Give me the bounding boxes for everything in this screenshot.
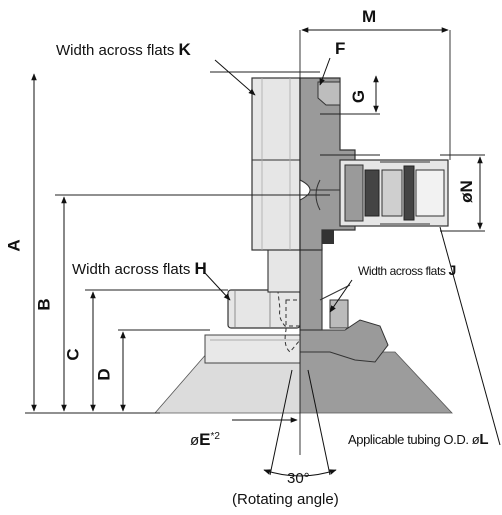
- width-h-text: Width across flats: [72, 261, 195, 278]
- applicable-tubing-label: Applicable tubing O.D. øL: [348, 432, 488, 447]
- rotating-angle-caption: (Rotating angle): [232, 491, 339, 508]
- dimension-d-label: D: [94, 368, 114, 381]
- one-touch-fitting: [339, 159, 449, 227]
- dia-e-letter: E: [199, 430, 211, 449]
- dimension-n-label: øN: [456, 180, 476, 203]
- rotating-angle-value: 30°: [287, 470, 310, 487]
- dimension-c-label: C: [63, 348, 83, 361]
- hex-nut-h: [227, 289, 301, 329]
- width-j-letter: J: [448, 262, 456, 278]
- dimension-a-label: A: [4, 239, 24, 252]
- width-across-flats-k-label: Width across flats K: [56, 41, 191, 58]
- dia-e-prefix: ø: [190, 432, 200, 449]
- width-k-letter: K: [178, 40, 191, 59]
- tubing-letter: L: [479, 431, 489, 448]
- dimension-f-label: F: [335, 39, 346, 58]
- dimension-m-label: M: [362, 7, 377, 26]
- tubing-text: Applicable tubing O.D. ø: [348, 432, 480, 447]
- suction-pad: [154, 319, 453, 414]
- width-across-flats-j-label: Width across flats J: [358, 263, 456, 277]
- width-h-letter: H: [194, 259, 207, 278]
- dimension-g-label: G: [349, 89, 369, 104]
- dimension-lines: [31, 27, 501, 477]
- dimension-b-label: B: [34, 298, 54, 311]
- width-j-text: Width across flats: [358, 264, 449, 278]
- dia-e-note: *2: [210, 431, 220, 442]
- width-k-text: Width across flats: [56, 42, 179, 59]
- stem: [267, 228, 351, 353]
- dia-e-label: øE*2: [190, 431, 220, 448]
- width-across-flats-h-label: Width across flats H: [72, 260, 207, 277]
